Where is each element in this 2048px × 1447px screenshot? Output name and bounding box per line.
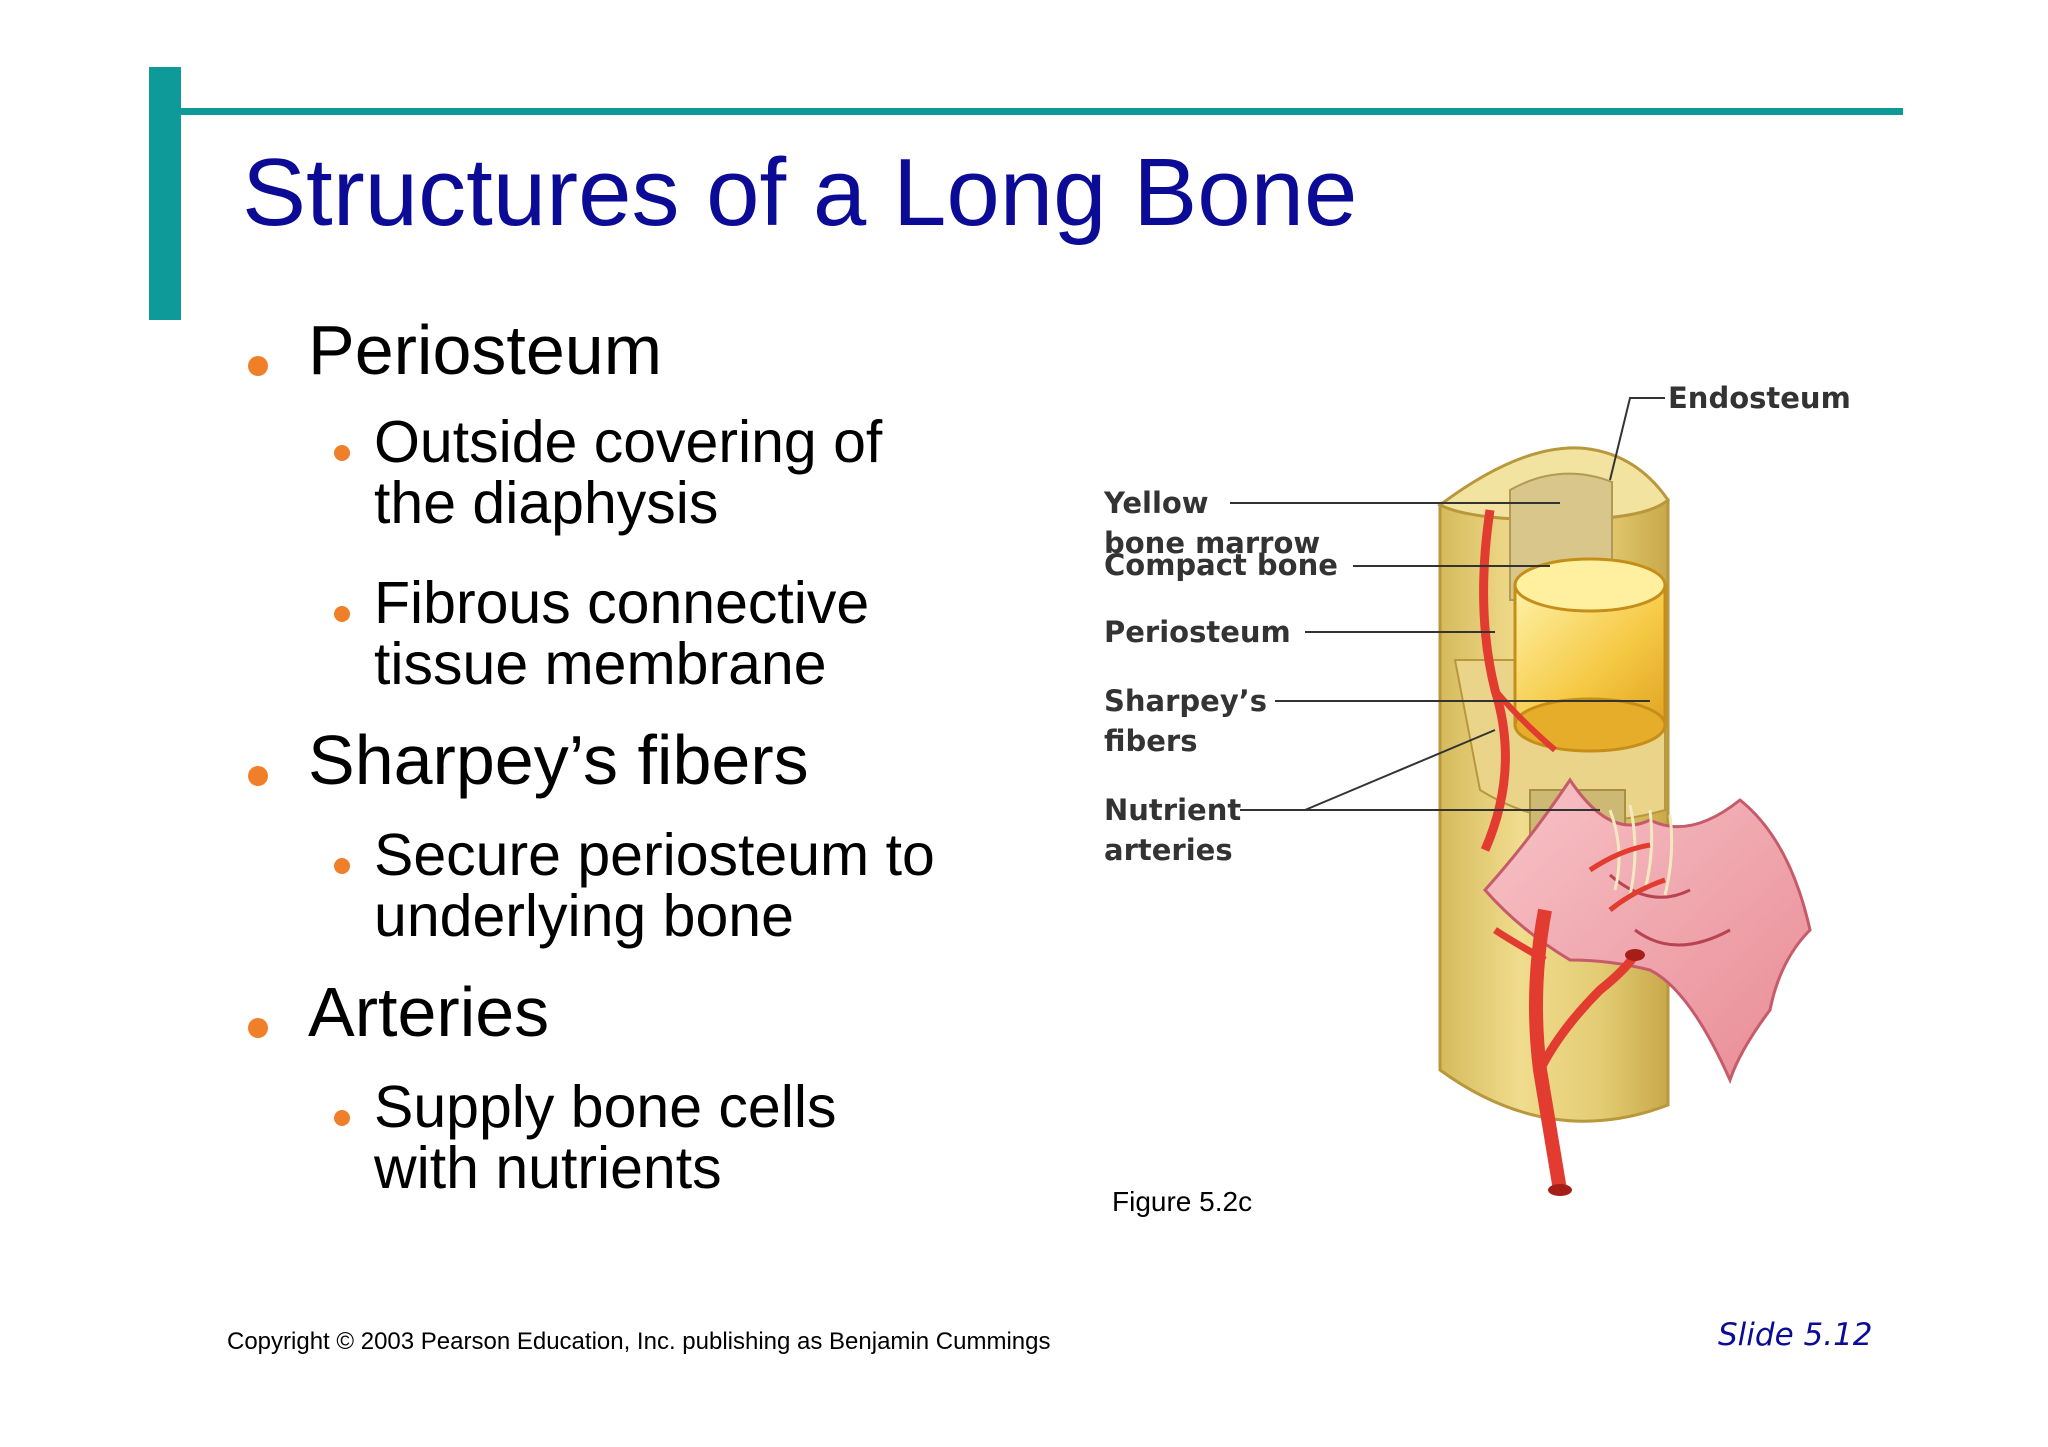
sub-bullet-dot [334,445,350,461]
label-yellow-marrow-line1: Yellow [1103,486,1209,520]
bullet-periosteum: Periosteum [240,310,1040,390]
copyright-notice: Copyright © 2003 Pearson Education, Inc.… [227,1328,1051,1355]
label-nutrient-line1: Nutrient [1104,793,1241,827]
label-sharpeys-line1: Sharpey’s [1104,684,1267,718]
slide-number: Slide 5.12 [1718,1317,1873,1353]
bullet-dot [248,356,268,376]
label-yellow-marrow-line2: bone marrow [1104,526,1320,560]
bullet-arteries: Arteries [240,972,1040,1052]
accent-line [181,108,1903,115]
bullet-dot [248,766,268,786]
slide-title: Structures of a Long Bone [242,139,1358,246]
label-sharpeys-line2: fibers [1104,724,1198,758]
label-endosteum: Endosteum [1668,381,1851,415]
bullet-sharpeys-fibers: Sharpey’s fibers [240,720,1040,800]
label-nutrient-line2: arteries [1104,833,1233,867]
accent-bar [149,67,181,320]
label-periosteum: Periosteum [1104,615,1291,649]
label-compact-bone: Compact bone [1104,548,1338,582]
bullet-dot [248,1018,268,1038]
sub-bullet-dot [334,606,350,622]
sub-bullet-dot [334,858,350,874]
long-bone-diagram: Endosteum Yellow bone marrow Compact bon… [1090,370,1920,1220]
sub-bullet-dot [334,1110,350,1126]
figure-caption: Figure 5.2c [1112,1186,1253,1217]
